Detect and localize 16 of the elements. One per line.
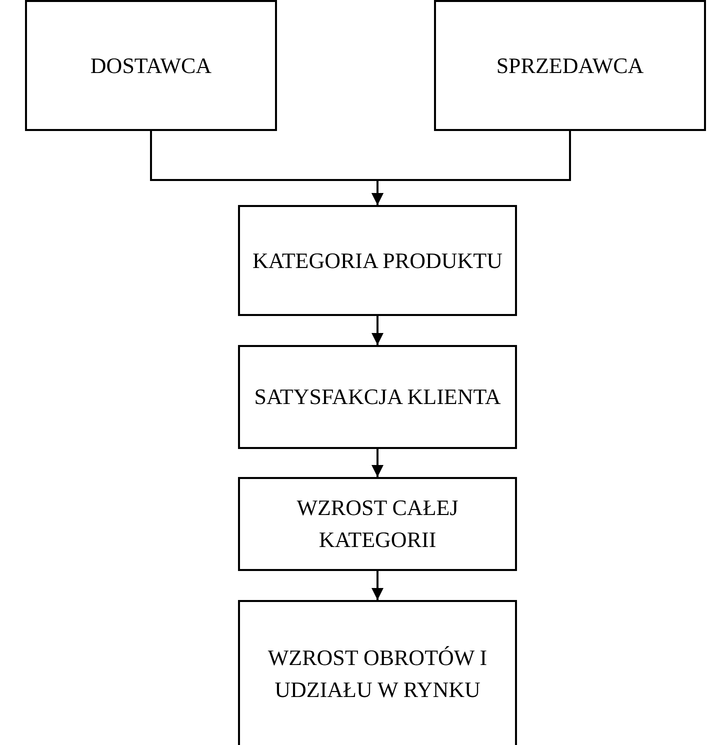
process-box <box>238 600 517 745</box>
arrow <box>372 449 384 477</box>
process-box <box>238 205 517 316</box>
box-label: WZROST OBROTÓW I UDZIAŁU W RYNKU <box>266 644 488 704</box>
process-box <box>25 0 277 131</box>
process-box <box>434 0 706 131</box>
box-label: WZROST CAŁEJ KATEGORII <box>296 494 460 554</box>
arrow <box>372 571 384 600</box>
box-label: SPRZEDAWCA <box>496 52 644 80</box>
box-label: SATYSFAKCJA KLIENTA <box>254 383 501 412</box>
process-box <box>238 345 517 449</box>
arrow <box>372 131 571 205</box>
box-label: DOSTAWCA <box>90 52 212 80</box>
box-label: KATEGORIA PRODUKTU <box>252 246 502 275</box>
process-box <box>238 477 517 571</box>
arrow <box>372 316 384 345</box>
